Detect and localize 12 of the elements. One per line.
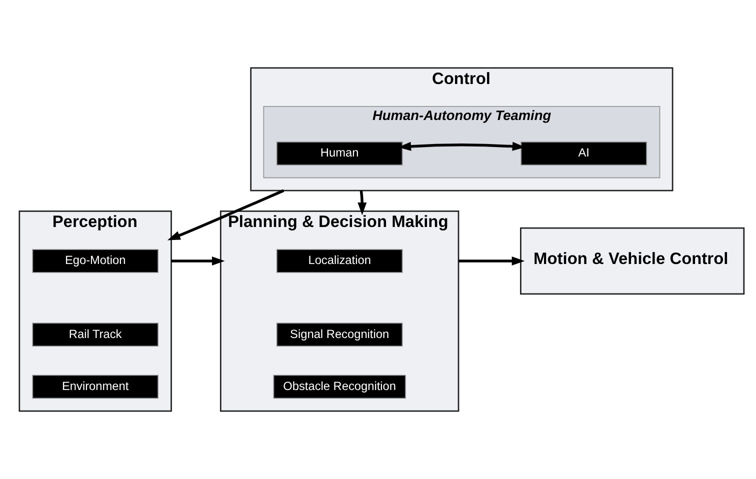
node-box: Ego-Motion <box>32 249 158 273</box>
arrow <box>171 256 225 266</box>
node-box: Obstacle Recognition <box>273 374 406 399</box>
node-box: Localization <box>276 249 403 273</box>
node-box: Rail Track <box>32 322 158 347</box>
node-box: Environment <box>32 374 158 399</box>
node-box: AI <box>520 142 647 166</box>
node-box: Motion & Vehicle Control <box>520 227 745 295</box>
node-box: Human <box>276 142 403 166</box>
arrow <box>458 256 525 266</box>
node-box: Signal Recognition <box>276 322 403 347</box>
arrow <box>358 190 367 216</box>
